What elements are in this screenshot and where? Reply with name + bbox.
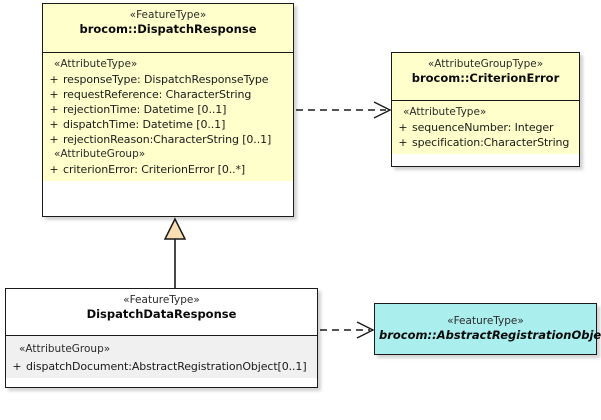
class-box-criterion-error[interactable]: «AttributeGroupType» brocom::CriterionEr…	[391, 52, 580, 167]
attribute-label: requestReference: CharacterString	[63, 88, 252, 101]
class-stereotype: «FeatureType»	[123, 294, 200, 306]
attribute-visibility: +	[49, 163, 59, 176]
open-arrowhead-2	[356, 321, 375, 339]
attribute-row[interactable]: + sequenceNumber: Integer	[394, 120, 577, 135]
compartment-group-label: «AttributeType»	[54, 58, 138, 70]
attribute-row[interactable]: + rejectionTime: Datetime [0..1]	[45, 102, 291, 117]
attribute-visibility: +	[398, 136, 408, 149]
class-name: brocom::CriterionError	[411, 71, 560, 85]
compartment-group-label: «AttributeGroup»	[54, 148, 146, 160]
dependency-dispatch-data-response-to-abstract-registration-object[interactable]	[320, 321, 375, 339]
attribute-row[interactable]: + responseType: DispatchResponseType	[45, 72, 291, 87]
class-name: DispatchDataResponse	[86, 307, 237, 321]
attribute-label: dispatchDocument:AbstractRegistrationObj…	[26, 360, 307, 373]
attribute-row[interactable]: + dispatchTime: Datetime [0..1]	[45, 117, 291, 132]
attribute-label: rejectionTime: Datetime [0..1]	[63, 103, 227, 116]
attribute-label: dispatchTime: Datetime [0..1]	[63, 118, 226, 131]
attribute-label: responseType: DispatchResponseType	[63, 73, 269, 86]
class-body-dispatch-data-response: «AttributeGroup» + dispatchDocument:Abst…	[6, 336, 317, 378]
class-body-dispatch-response: «AttributeType» + responseType: Dispatch…	[43, 53, 293, 181]
attribute-visibility: +	[49, 88, 59, 101]
class-header-abstract-registration-object: «FeatureType» brocom::AbstractRegistrati…	[375, 304, 601, 354]
generalization-dispatch-data-response-to-dispatch-response[interactable]	[163, 217, 187, 288]
attribute-label: sequenceNumber: Integer	[412, 121, 554, 134]
dependency-dispatch-response-to-criterion-error[interactable]	[296, 101, 392, 119]
attribute-row[interactable]: + rejectionReason:CharacterString [0..1]	[45, 132, 291, 147]
attribute-label: specification:CharacterString	[412, 136, 570, 149]
attribute-label: criterionError: CriterionError [0..*]	[63, 163, 246, 176]
attribute-visibility: +	[49, 133, 59, 146]
class-box-abstract-registration-object[interactable]: «FeatureType» brocom::AbstractRegistrati…	[374, 303, 601, 355]
class-name: brocom::AbstractRegistrationObject	[379, 328, 601, 342]
class-stereotype: «FeatureType»	[447, 315, 524, 327]
class-name: brocom::DispatchResponse	[79, 22, 257, 36]
open-arrowhead-1	[373, 101, 392, 119]
attribute-visibility: +	[398, 121, 408, 134]
hollow-triangle-arrowhead	[163, 217, 187, 240]
compartment-group-label: «AttributeType»	[403, 106, 487, 118]
attribute-visibility: +	[12, 360, 22, 373]
class-stereotype: «AttributeGroupType»	[427, 58, 544, 70]
attribute-label: rejectionReason:CharacterString [0..1]	[63, 133, 272, 146]
class-body-criterion-error: «AttributeType» + sequenceNumber: Intege…	[392, 101, 579, 154]
attribute-row[interactable]: + dispatchDocument:AbstractRegistrationO…	[8, 357, 315, 374]
class-header-criterion-error: «AttributeGroupType» brocom::CriterionEr…	[392, 53, 579, 101]
attribute-visibility: +	[49, 103, 59, 116]
attribute-visibility: +	[49, 118, 59, 131]
class-header-dispatch-data-response: «FeatureType» DispatchDataResponse	[6, 289, 317, 336]
attribute-visibility: +	[49, 73, 59, 86]
attribute-row[interactable]: + criterionError: CriterionError [0..*]	[45, 162, 291, 177]
class-stereotype: «FeatureType»	[129, 9, 207, 21]
attribute-row[interactable]: + requestReference: CharacterString	[45, 87, 291, 102]
class-box-dispatch-data-response[interactable]: «FeatureType» DispatchDataResponse «Attr…	[5, 288, 318, 388]
attribute-row[interactable]: + specification:CharacterString	[394, 135, 577, 150]
class-header-dispatch-response: «FeatureType» brocom::DispatchResponse	[43, 4, 293, 53]
class-box-dispatch-response[interactable]: «FeatureType» brocom::DispatchResponse «…	[42, 3, 294, 217]
compartment-group-label: «AttributeGroup»	[19, 343, 111, 355]
